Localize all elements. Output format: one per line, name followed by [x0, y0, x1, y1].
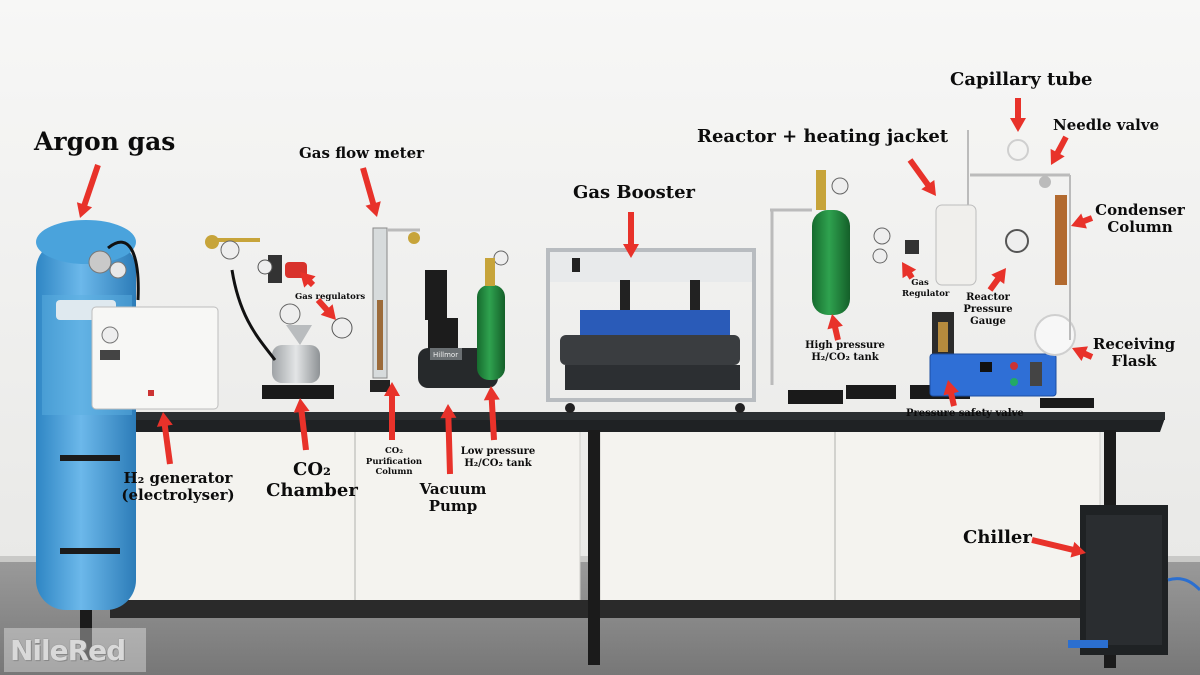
- arrow-h2-generator: [156, 412, 173, 465]
- label-high-pressure-tank-line1: High pressure: [805, 340, 885, 351]
- label-h2-generator-line2: (electrolyser): [121, 486, 235, 505]
- purification-column: [370, 227, 420, 392]
- arrow-needle-valve: [1050, 135, 1069, 165]
- label-vacuum-pump-line1: Vacuum: [419, 480, 487, 498]
- label-co2-chamber-line2: Chamber: [266, 479, 358, 501]
- condenser-assembly: [970, 139, 1094, 408]
- label-chiller: Chiller: [963, 527, 1032, 548]
- high-pressure-tank: [770, 170, 896, 404]
- arrow-gas-regulators-2: [315, 298, 336, 320]
- arrow-gas-booster: [623, 212, 639, 258]
- label-pressure-safety-valve: Pressure safety valve: [906, 408, 1024, 419]
- label-needle-valve: Needle valve: [1053, 116, 1160, 134]
- label-high-pressure-tank-line2: H₂/CO₂ tank: [811, 352, 879, 363]
- label-vacuum-pump: Vacuum Pump: [416, 480, 490, 516]
- label-low-pressure-tank-line1: Low pressure: [460, 446, 536, 457]
- arrow-gas-flow-meter: [360, 167, 381, 217]
- arrow-vacuum-pump: [440, 404, 457, 475]
- label-co2-purification-line3: Column: [375, 467, 413, 478]
- arrow-chiller: [1031, 537, 1086, 558]
- label-receiving-flask: Receiving Flask: [1090, 335, 1178, 371]
- label-condenser-column-line2: Column: [1107, 218, 1173, 237]
- label-co2-purification-line2: Purification: [365, 456, 423, 467]
- label-reactor-pressure-gauge-line2: Pressure: [963, 304, 1013, 315]
- label-low-pressure-tank-line2: H₂/CO₂ tank: [464, 458, 532, 469]
- arrow-high-pressure-tank: [827, 314, 843, 341]
- pressure-safety-box: [929, 353, 1057, 397]
- label-condenser-column: Condenser Column: [1093, 201, 1187, 237]
- arrow-receiving-flask: [1072, 346, 1094, 361]
- label-high-pressure-tank: High pressure H₂/CO₂ tank: [800, 340, 890, 364]
- arrow-capillary-tube: [1010, 98, 1026, 132]
- label-low-pressure-tank: Low pressure H₂/CO₂ tank: [456, 446, 540, 470]
- bench-cabinet-right: [599, 429, 1101, 603]
- label-gas-flow-meter: Gas flow meter: [299, 144, 425, 162]
- label-capillary-tube: Capillary tube: [950, 69, 1093, 90]
- label-gas-regulator-line2: Regulator: [902, 288, 950, 299]
- label-reactor-pressure-gauge-line3: Gauge: [970, 316, 1006, 327]
- arrow-reactor-jacket: [907, 158, 936, 196]
- label-condenser-column-line1: Condenser: [1095, 201, 1185, 219]
- label-vacuum-pump-line2: Pump: [428, 497, 478, 516]
- arrow-condenser: [1071, 213, 1094, 229]
- arrow-co2-chamber: [293, 398, 310, 451]
- nilered-watermark-logo: NileRed: [4, 628, 146, 672]
- pump-brand-text: Hillmor: [433, 351, 458, 359]
- label-co2-purification-line1: CO₂: [385, 446, 403, 456]
- arrow-gas-regulator: [902, 262, 917, 280]
- gas-booster: [546, 248, 756, 413]
- co2-chamber: [205, 235, 353, 399]
- arrow-gas-regulators: [300, 272, 316, 288]
- arrow-reactor-gauge: [987, 268, 1006, 292]
- bench-cabinet-left: [109, 429, 581, 603]
- label-gas-booster: Gas Booster: [573, 182, 696, 203]
- label-co2-purification-column: CO₂ Purification Column: [360, 446, 428, 478]
- label-gas-regulators: Gas regulators: [295, 292, 366, 302]
- h2-generator: [91, 306, 219, 410]
- low-pressure-tank: [477, 250, 509, 380]
- arrow-purification: [384, 382, 400, 440]
- label-gas-regulator: Gas Regulator: [902, 278, 950, 299]
- label-h2-generator-line1: H₂ generator: [123, 469, 233, 487]
- arrow-low-pressure: [483, 386, 500, 441]
- label-argon-gas: Argon gas: [34, 127, 176, 156]
- label-co2-chamber: CO₂ Chamber: [262, 459, 362, 501]
- label-reactor-pressure-gauge-line1: Reactor: [966, 292, 1010, 303]
- arrow-argon-gas: [76, 164, 101, 218]
- label-reactor-heating-jacket: Reactor + heating jacket: [697, 126, 949, 147]
- bench-top: [48, 418, 1165, 432]
- label-receiving-flask-line1: Receiving: [1092, 335, 1176, 353]
- argon-cylinder: [36, 220, 140, 610]
- label-co2-chamber-line1: CO₂: [293, 459, 331, 480]
- label-reactor-pressure-gauge: Reactor Pressure Gauge: [960, 292, 1016, 328]
- watermark-text: NileRed: [10, 634, 126, 667]
- arrow-pressure-safety: [943, 380, 959, 407]
- label-receiving-flask-line2: Flask: [1111, 352, 1157, 371]
- label-gas-regulator-line1: Gas: [911, 278, 929, 288]
- chiller: [1068, 505, 1200, 655]
- label-h2-generator: H₂ generator (electrolyser): [118, 469, 238, 505]
